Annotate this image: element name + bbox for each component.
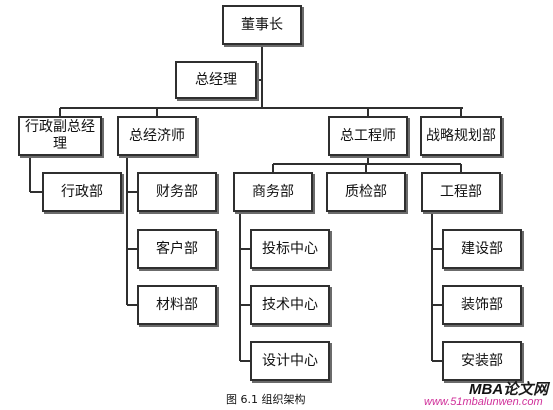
watermark-logo: MBA论文网 — [469, 378, 548, 399]
node-bidding-center: 投标中心 — [250, 229, 330, 269]
node-admin-deputy-gm: 行政副总经理 — [18, 116, 102, 156]
node-admin-office: 行政部 — [42, 172, 122, 212]
watermark-logo-cn: 论文网 — [503, 381, 549, 398]
node-design-center: 设计中心 — [250, 341, 330, 381]
node-chief-engineer: 总工程师 — [328, 116, 408, 156]
node-finance: 财务部 — [137, 172, 217, 212]
node-installation: 安装部 — [442, 341, 522, 381]
node-engineering: 工程部 — [421, 172, 501, 212]
node-chairman: 董事长 — [222, 5, 302, 45]
node-business: 商务部 — [233, 172, 313, 212]
figure-caption: 图 6.1 组织架构 — [226, 393, 306, 406]
node-general-manager: 总经理 — [175, 61, 257, 99]
watermark-url: www.51mbalunwen.com — [424, 396, 543, 408]
node-quality: 质检部 — [326, 172, 406, 212]
node-chief-economist: 总经济师 — [117, 116, 197, 156]
watermark-logo-latin: MBA — [469, 381, 504, 398]
node-materials: 材料部 — [137, 285, 217, 325]
node-tech-center: 技术中心 — [250, 285, 330, 325]
node-strategy-planning: 战略规划部 — [420, 116, 502, 156]
node-construction: 建设部 — [442, 229, 522, 269]
node-decoration: 装饰部 — [442, 285, 522, 325]
node-customer: 客户部 — [137, 229, 217, 269]
